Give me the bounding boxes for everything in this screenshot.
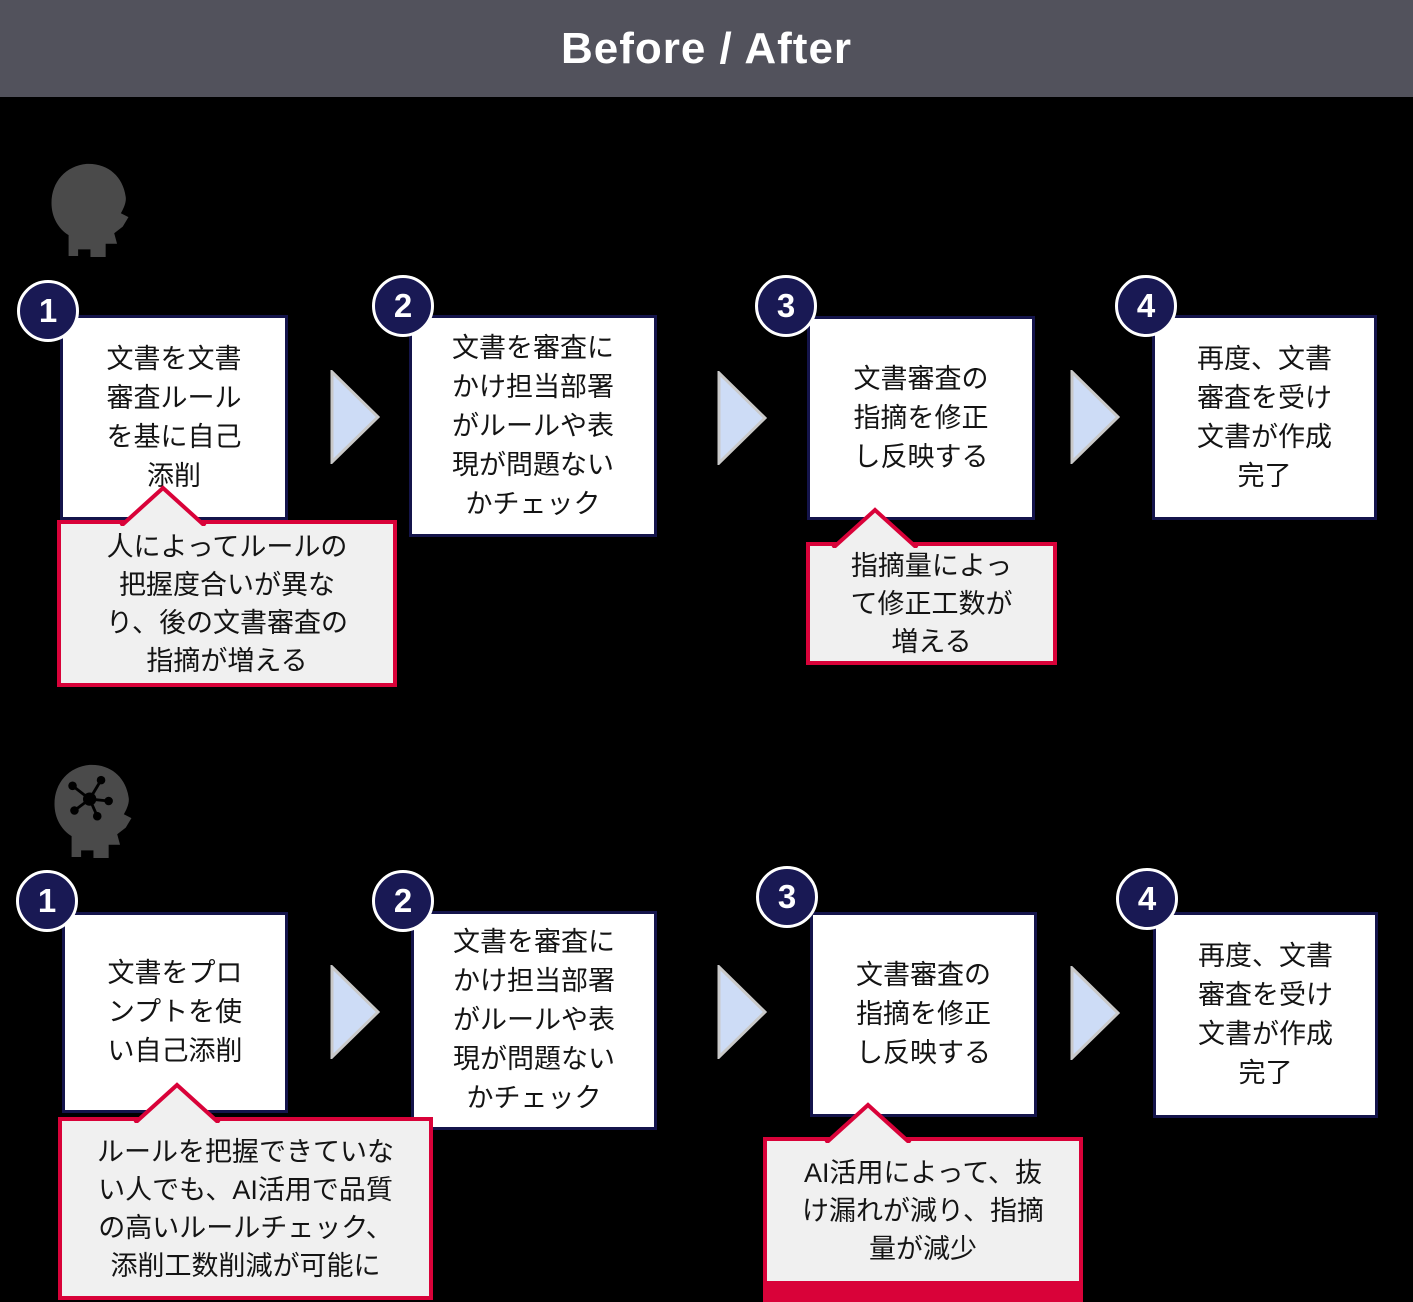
step-box: 文書を審査に かけ担当部署 がルールや表 現が問題ない かチェック [409,315,657,537]
page-title: Before / After [560,23,853,73]
step-badge: 1 [17,280,79,342]
callout-notch [133,1082,221,1123]
step-badge: 4 [1115,275,1177,337]
step-text: 再度、文書 審査を受け 文書が作成 完了 [1198,941,1333,1088]
callout-text: 指摘量によっ て修正工数が 増える [850,550,1013,657]
callout-notch [831,507,919,548]
step-badge: 1 [16,870,78,932]
callout-notch [119,485,207,526]
step-text: 文書を審査に かけ担当部署 がルールや表 現が問題ない かチェック [452,332,614,519]
callout-text: 人によってルールの 把握度合いが異な り、後の文書審査の 指摘が増える [106,531,348,676]
callout: ルールを把握できていな い人でも、AI活用で品質 の高いルールチェック、 添削工… [58,1117,433,1300]
callout-text: ルールを把握できていな い人でも、AI活用で品質 の高いルールチェック、 添削工… [97,1136,394,1281]
step-badge: 4 [1116,868,1178,930]
step-text: 文書を文書 審査ルール を基に自己 添削 [106,343,242,491]
arrow-right-icon [717,965,767,1059]
arrow-right-icon [330,965,380,1059]
step-badge: 3 [756,866,818,928]
step-box: 文書をプロ ンプトを使 い自己添削 [62,912,288,1113]
arrow-right-icon [1070,370,1120,464]
step-box: 文書を審査に かけ担当部署 がルールや表 現が問題ない かチェック [411,911,657,1130]
step-text: 文書審査の 指摘を修正 し反映する [853,363,989,472]
step-text: 文書をプロ ンプトを使 い自己添削 [107,958,243,1066]
step-badge: 3 [755,275,817,337]
step-text: 文書を審査に かけ担当部署 がルールや表 現が問題ない かチェック [453,927,615,1113]
step-box: 文書を文書 審査ルール を基に自己 添削 [60,315,288,520]
step-badge: 2 [372,275,434,337]
callout-text: AI活用によって、抜 け漏れが減り、指摘 量が減少 [802,1158,1044,1264]
arrow-right-icon [717,371,767,465]
step-box: 再度、文書 審査を受け 文書が作成 完了 [1153,912,1378,1118]
step-box: 文書審査の 指摘を修正 し反映する [807,316,1035,520]
arrow-right-icon [1070,966,1120,1060]
callout: 指摘量によっ て修正工数が 増える [806,542,1057,665]
step-text: 再度、文書 審査を受け 文書が作成 完了 [1197,343,1332,491]
callout-notch [824,1102,912,1143]
step-text: 文書審査の 指摘を修正 し反映する [856,960,991,1068]
callout: 人によってルールの 把握度合いが異な り、後の文書審査の 指摘が増える [57,520,397,687]
human-head-icon [51,163,129,257]
step-box: 再度、文書 審査を受け 文書が作成 完了 [1152,315,1377,520]
step-badge: 2 [372,870,434,932]
ai-brain-head-icon [54,764,132,858]
arrow-right-icon [330,370,380,464]
step-box: 文書審査の 指摘を修正 し反映する [810,912,1037,1117]
header-bar: Before / After [0,0,1413,97]
callout: AI活用によって、抜 け漏れが減り、指摘 量が減少 [763,1137,1083,1302]
